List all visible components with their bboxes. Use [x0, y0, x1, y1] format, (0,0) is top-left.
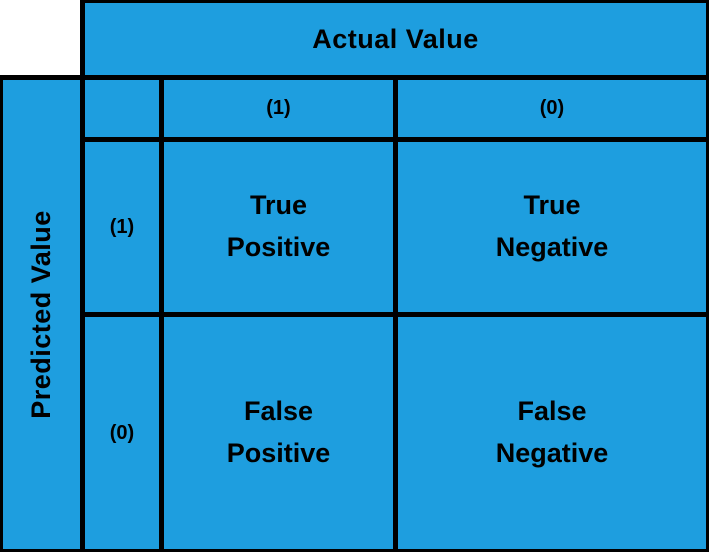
column-header-negative: (0)	[398, 80, 706, 137]
cell-false-positive: False Positive	[164, 317, 393, 549]
column-header-positive: (1)	[164, 80, 393, 137]
row-header-positive: (1)	[85, 142, 159, 312]
actual-value-header: Actual Value	[80, 0, 709, 80]
cell-false-negative: False Negative	[398, 317, 706, 549]
row-header-negative: (0)	[85, 317, 159, 549]
actual-value-label: Actual Value	[312, 23, 479, 54]
actual-value-header-box: Actual Value	[85, 3, 706, 75]
cell-true-negative: True Negative	[398, 142, 706, 312]
cell-true-positive: True Positive	[164, 142, 393, 312]
corner-cell	[85, 80, 159, 137]
matrix-grid: (1) (0) (1) True Positive True Negative …	[80, 75, 709, 552]
predicted-value-header-box: Predicted Value	[3, 80, 80, 549]
predicted-value-header: Predicted Value	[0, 75, 85, 552]
predicted-value-label: Predicted Value	[26, 210, 56, 419]
